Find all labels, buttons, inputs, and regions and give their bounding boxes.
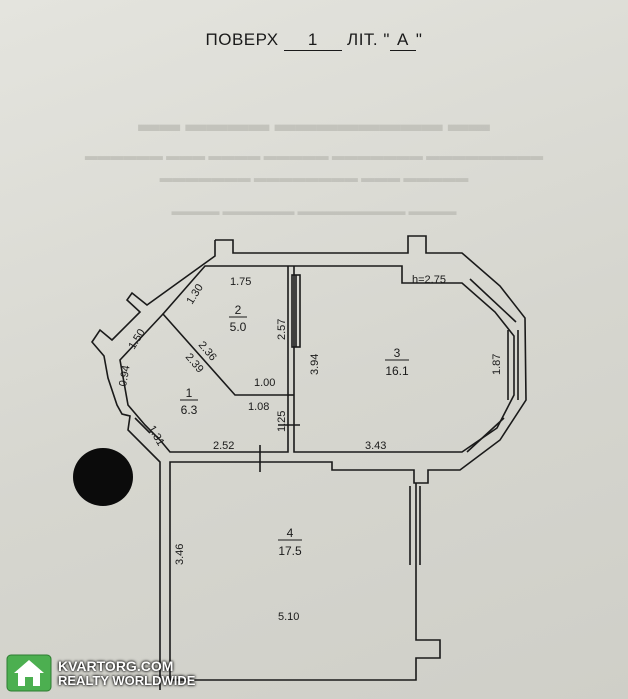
dim-label: 3.43 [365,440,386,452]
room-area: 6.3 [181,403,198,417]
house-icon [6,654,52,692]
faded-text: ▬▬▬▬▬▬▬ ▬▬▬▬▬▬▬▬ ▬▬▬ ▬▬▬▬▬ [159,170,469,185]
outer-wall-left [90,240,216,690]
room-2-walls [161,265,289,396]
window-ne [469,278,517,323]
room-labels: 1 6.3 2 5.0 3 16.1 4 17.5 [180,303,409,558]
room-3-walls [233,265,515,453]
dim-label: 2.52 [213,440,234,452]
room-area: 16.1 [385,364,409,378]
room-area: 5.0 [230,320,247,334]
dim-label: 3.94 [309,354,321,375]
lit-value: А [389,30,416,51]
dim-label: 1.87 [491,354,503,375]
dim-label: 1.50 [126,327,148,352]
lit-end: " [415,30,423,49]
faded-heading: ▬▬ ▬▬▬▬ ▬▬▬▬▬▬▬▬ ▬▬ [138,112,490,136]
window-se [466,417,505,453]
dim-label: 1.00 [254,377,275,389]
lit-label: ЛІТ. " [347,30,390,49]
watermark-tagline: REALTY WORLDWIDE [58,672,196,688]
dim-label: 3.46 [174,544,186,565]
watermark-site: KVARTORG.COM [58,657,174,674]
floor-label: ПОВЕРХ [205,30,279,49]
room-number: 4 [287,526,294,540]
walls [90,235,527,690]
dim-label: 1.08 [248,401,269,413]
dim-label: 2.57 [276,319,288,340]
room-number: 3 [394,346,401,360]
floor-header: ПОВЕРХ 1 ЛІТ. "А" [0,30,628,51]
faded-text: ▬▬▬▬ ▬▬▬▬▬▬ ▬▬▬▬▬▬▬▬▬ ▬▬▬▬ [171,204,457,218]
room-1-walls [119,313,289,453]
redaction-blot [73,448,133,506]
dim-label: 1.25 [276,411,288,432]
ceiling-height: h=2.75 [412,274,446,286]
watermark-logo: KVARTORG.COM REALTY WORLDWIDE [6,653,195,693]
room-area: 17.5 [278,544,302,558]
room-number: 2 [235,303,242,317]
outer-wall-top [169,235,527,681]
room-number: 1 [186,386,193,400]
dim-label: 1.75 [230,276,251,288]
faded-text: ▬▬▬▬▬▬ ▬▬▬ ▬▬▬▬ ▬▬▬▬▬ ▬▬▬▬▬▬▬ ▬▬▬▬▬▬▬▬▬ [84,148,544,163]
dim-label: 2.39 [183,351,206,375]
window-sw [134,417,151,434]
floor-value: 1 [283,30,342,51]
dim-label: 5.10 [278,611,299,623]
dim-label: 0.94 [117,364,133,387]
